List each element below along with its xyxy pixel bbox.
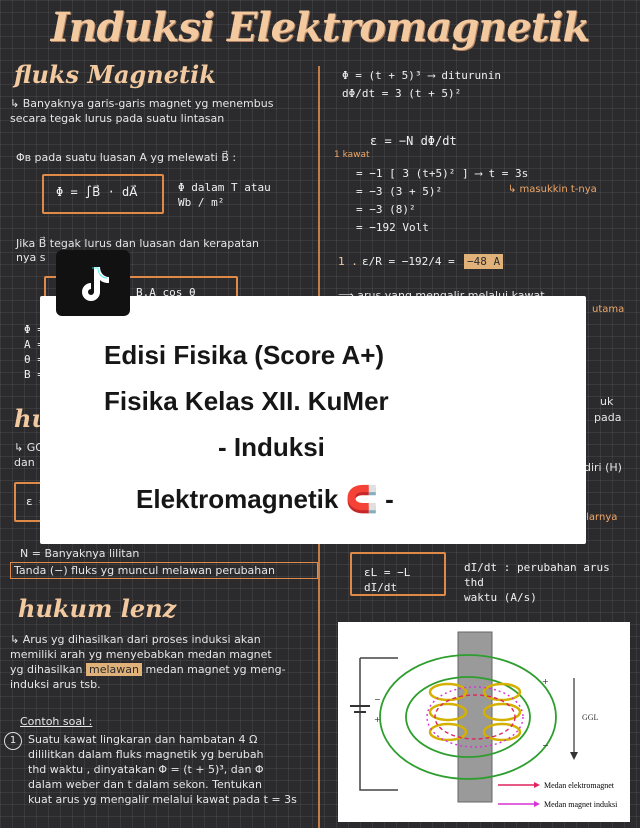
fluks-definition: ↳ Banyaknya garis-garis magnet yg menemb… (10, 97, 274, 125)
legend-arrow-electromagnet (534, 782, 540, 788)
current-equation: ε/R = −192/4 = (362, 255, 455, 268)
overlay-line-1: Edisi Fisika (Score A+) (104, 340, 385, 370)
tiktok-logo (56, 250, 130, 316)
pada-partial: pada (594, 411, 622, 424)
masukkin-note: ↳ masukkin t-nya (508, 184, 597, 195)
coil-secondary-3 (482, 722, 522, 742)
battery-minus: − (374, 695, 381, 704)
n-definition: N = Banyaknya lilitan (20, 547, 140, 560)
fluks-heading: fluks Magnetik (14, 60, 216, 89)
flux-formula-box: Φ = ∫B⃗ · dA⃗ (42, 174, 164, 214)
legend-arrow-induced (534, 801, 540, 807)
ba-formula: B.A cos θ (136, 286, 196, 299)
kawat-note: 1 kawat (334, 150, 370, 160)
example-number: 1 (4, 732, 22, 750)
self-induction-desc: dI/dt : perubahan arus thd waktu (A/s) (464, 561, 610, 604)
battery-plus: + (374, 715, 381, 724)
calc-step-2: = −3 (3 + 5)² (356, 185, 443, 198)
lenz-text-2: medan magnet yg meng- induksi arus tsb. (10, 663, 286, 691)
flux-intro-line: Φʙ pada suatu luasan A yg melewati B⃗ : (16, 151, 237, 164)
ggl-arrow-head (570, 752, 578, 760)
calc-step-4: = −192 Volt (356, 221, 429, 234)
field-line-outer (379, 654, 557, 780)
lenz-definition: ↳ Arus yg dihasilkan dari proses induksi… (10, 632, 310, 692)
tanda-note: Tanda (−) fluks yg muncul melawan peruba… (10, 562, 318, 579)
induction-figure: − + + − GGL Medan elektromagnet Medan ma… (338, 622, 630, 822)
self-induction-formula: εL = −L dI/dt (364, 566, 411, 594)
coil-primary-2 (428, 702, 468, 722)
ggl-plus: + (542, 677, 549, 686)
ggl-minus: − (542, 741, 549, 750)
induction-diagram: − + + − GGL Medan elektromagnet Medan ma… (350, 631, 618, 809)
overlay-line-4: Elektromagnetik 🧲 - (136, 484, 394, 514)
legend-induced: Medan magnet induksi (544, 800, 618, 809)
uk-partial: uk (600, 395, 614, 408)
jika-line: Jika B⃗ tegak lurus dan luasan dan kerap… (16, 237, 260, 250)
overlay-line-3: - Induksi (218, 432, 325, 462)
lenz-heading: hukum lenz (18, 594, 177, 623)
induced-field (426, 686, 524, 748)
lenz-highlight: melawan (85, 663, 142, 676)
coil-primary-3 (428, 722, 468, 742)
dphi-dt-equation: dΦ/dt = 3 (t + 5)² (342, 87, 462, 100)
flux-formula: Φ = ∫B⃗ · dA⃗ (56, 185, 138, 199)
self-induction-box: εL = −L dI/dt (350, 552, 446, 596)
lenz-text-1: ↳ Arus yg dihasilkan dari proses induksi… (10, 633, 272, 676)
phi-equation: Φ = (t + 5)³ ⟶ diturunin (342, 69, 501, 82)
elarnya-partial: elarnya (580, 512, 618, 523)
overlay-line-2: Fisika Kelas XII. KuMer (104, 386, 389, 416)
contoh-heading: Contoh soal : (20, 715, 93, 728)
legend-electromagnet: Medan elektromagnet (544, 781, 615, 790)
current-number: 1 . (338, 255, 358, 268)
current-result: −48 A (464, 254, 504, 269)
jika-line-2: nya s (16, 251, 46, 264)
calc-step-3: = −3 (8)² (356, 203, 416, 216)
calc-step-1: = −1 [ 3 (t+5)² ] ⟶ t = 3s (356, 167, 529, 180)
electromagnet-field (434, 694, 516, 740)
coil-secondary-2 (482, 702, 522, 722)
ggl-label: GGL (582, 713, 599, 722)
flux-unit: Φ dalam T atau Wb / m² (178, 181, 271, 209)
utama-partial: utama (592, 304, 625, 315)
field-line-inner (405, 676, 531, 758)
tiktok-icon (82, 267, 109, 301)
page-title: Induksi Elektromagnetik (50, 4, 590, 51)
diri-partial: diri (H) (584, 461, 622, 474)
emf-equation: ε = −N dΦ/dt (370, 134, 457, 148)
example-question: Suatu kawat lingkaran dan hambatan 4 Ω d… (28, 733, 297, 806)
title-card: Edisi Fisika (Score A+) Fisika Kelas XII… (40, 296, 586, 544)
